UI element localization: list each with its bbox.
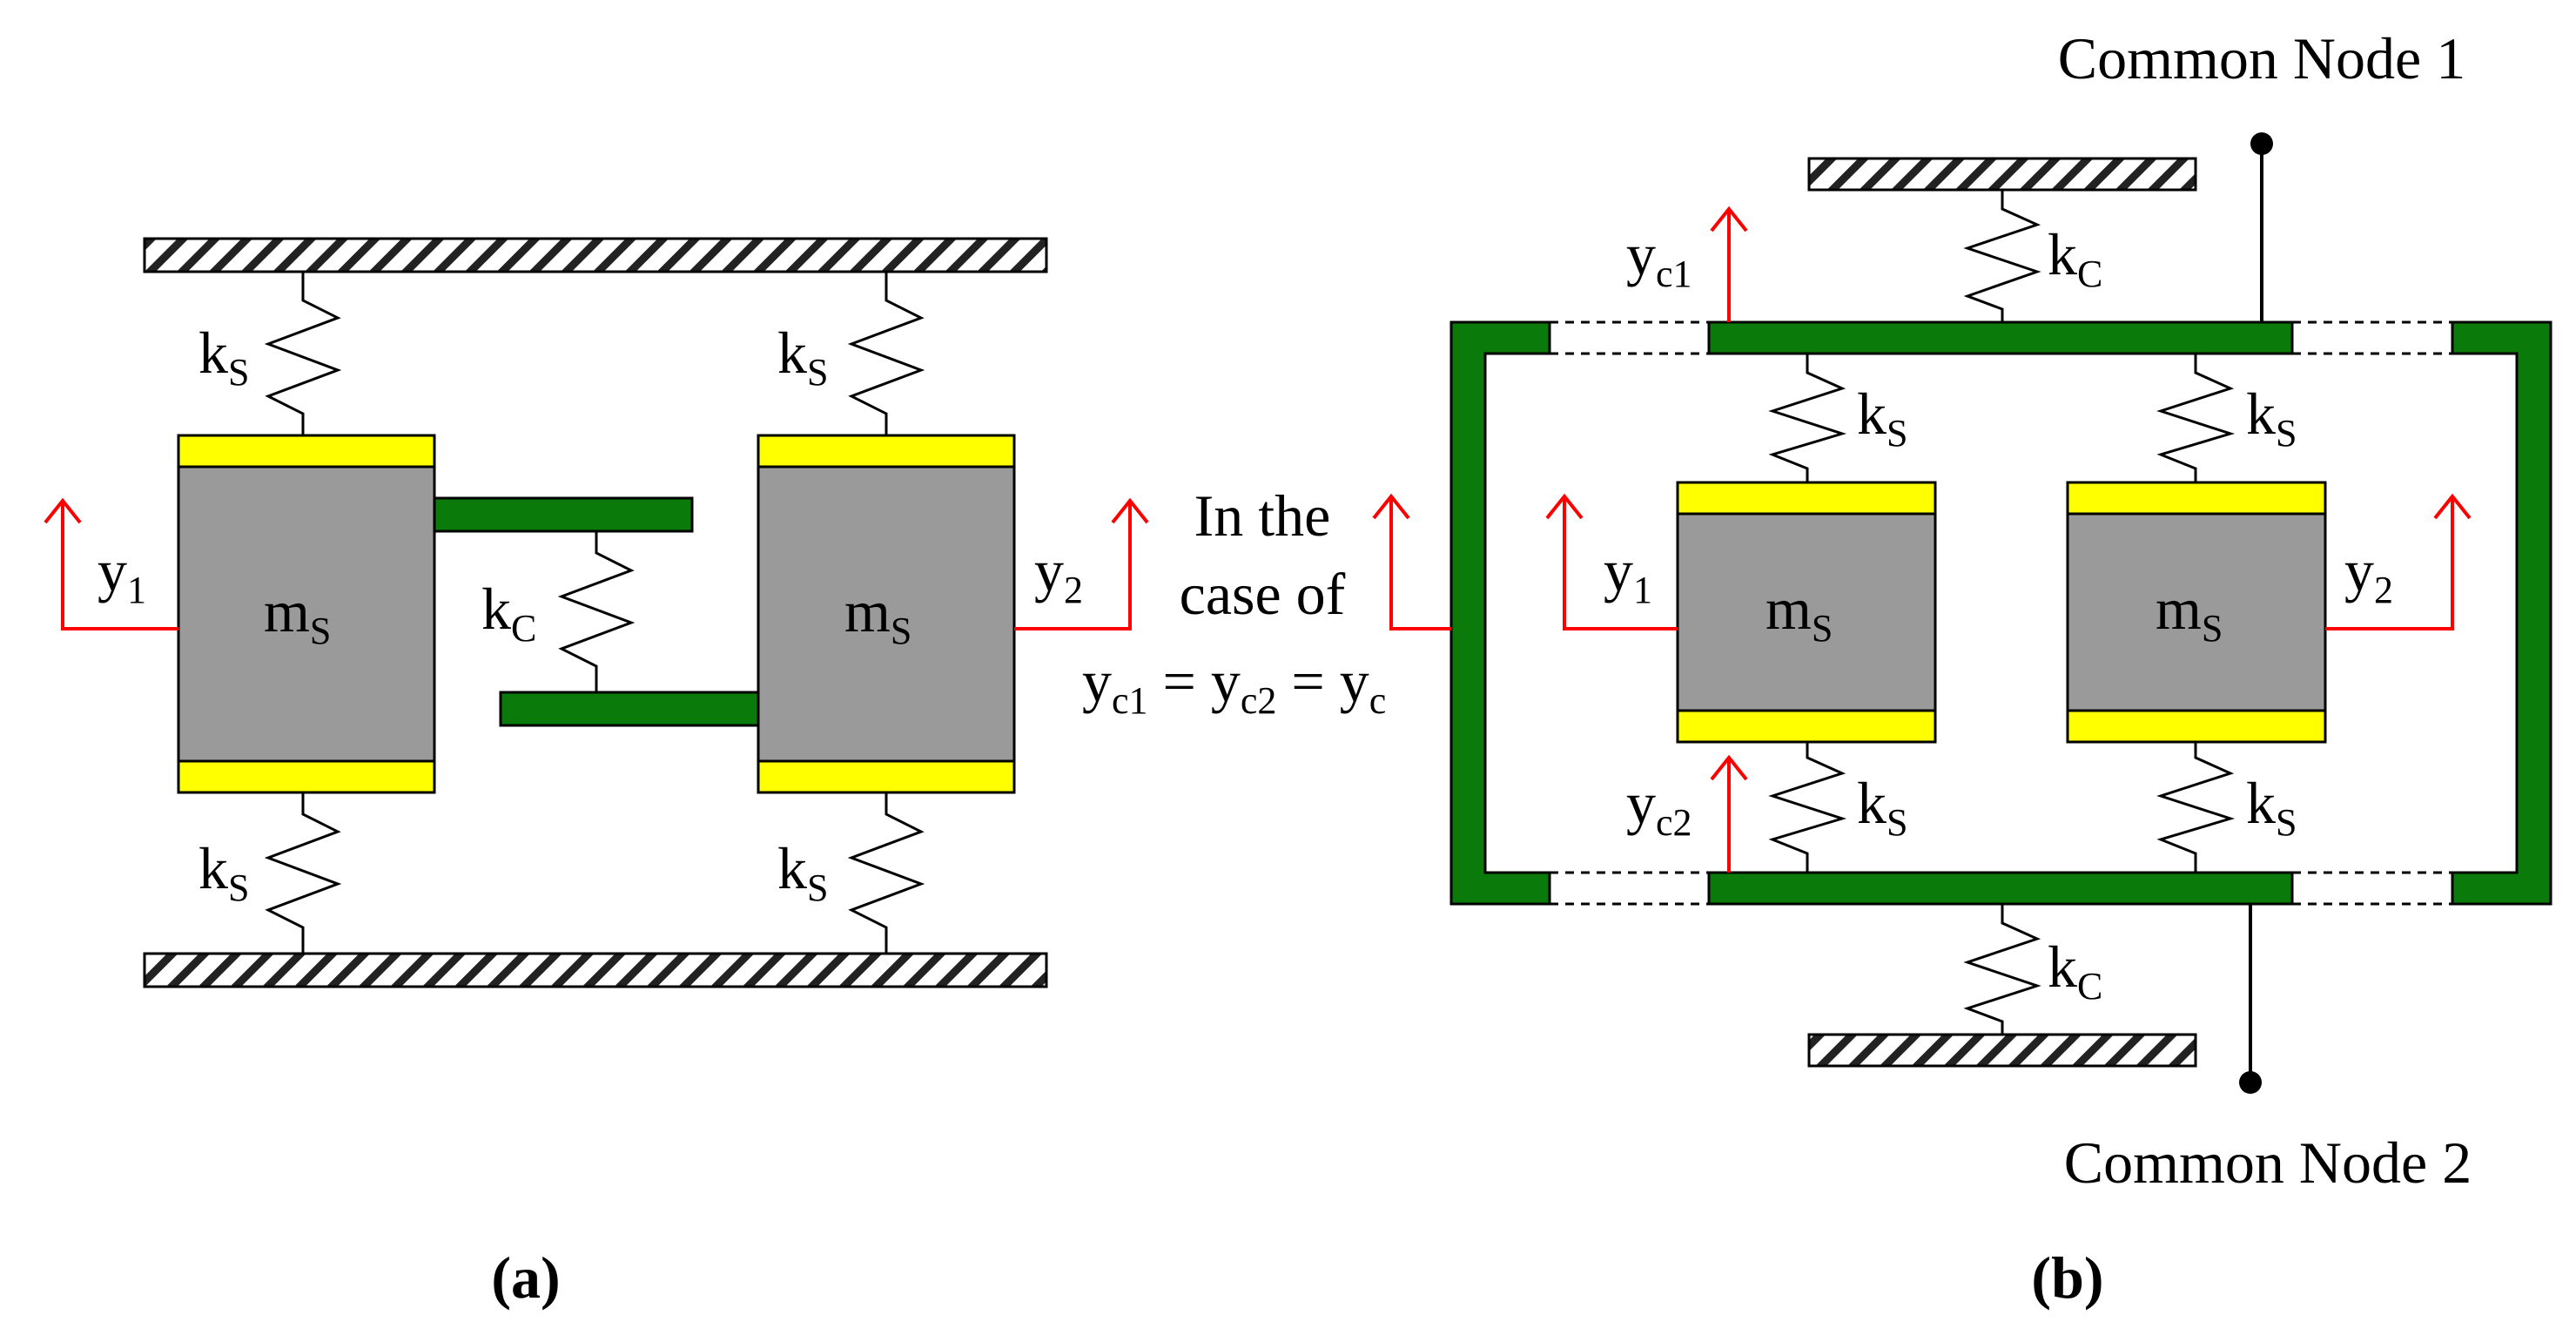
ground-top-b — [1807, 157, 2197, 192]
ground-top-a — [143, 237, 1048, 273]
mass-right — [757, 465, 1016, 763]
frame-bar-bottom — [1707, 871, 2294, 906]
common-node-2-label: Common Node 2 — [2064, 1129, 2472, 1196]
common-node-1 — [2250, 132, 2273, 155]
arrow-y1-b — [1545, 493, 1678, 630]
kc-label-a: kC — [481, 576, 536, 650]
ks-label-bottom-left: kS — [198, 835, 249, 909]
spring-ks-b-top-right — [2156, 354, 2236, 482]
ks-label-top-left: kS — [198, 320, 249, 394]
ground-bottom-b — [1807, 1033, 2197, 1068]
arrow-yc2 — [1710, 754, 1748, 873]
spring-ks-b-bottom-right — [2156, 742, 2236, 873]
mass-label-b-right: mS — [2156, 576, 2223, 650]
y2-label-a: y2 — [1034, 537, 1083, 611]
ks-label-b-top-left: kS — [1857, 381, 1907, 455]
frame-bar-top — [1707, 320, 2294, 355]
frame-left-bracket — [1449, 320, 1551, 906]
spring-kc-top-b — [1963, 190, 2041, 322]
note-equation: yc1 = yc2 = yc — [1082, 648, 1386, 722]
spring-ks-bottom-left — [264, 792, 342, 954]
pad-b-top-right — [2066, 481, 2327, 516]
frame-right-bracket — [2451, 320, 2552, 906]
mass-label-left: mS — [264, 578, 331, 652]
common-node-2 — [2239, 1071, 2262, 1094]
spring-ks-b-top-left — [1768, 354, 1847, 482]
note-line2: case of — [1180, 561, 1346, 627]
ks-label-b-bottom-right: kS — [2246, 770, 2297, 844]
pad-b-bottom-right — [2066, 709, 2327, 744]
ks-label-bottom-right: kS — [777, 835, 828, 909]
ks-label-top-right: kS — [777, 320, 828, 394]
pad-top-right — [757, 434, 1016, 469]
spring-ks-b-bottom-left — [1768, 742, 1847, 873]
kc-label-bottom-b: kC — [2048, 934, 2102, 1008]
ks-label-b-bottom-left: kS — [1857, 770, 1907, 844]
kc-label-top-b: kC — [2048, 221, 2102, 295]
common-node-1-label: Common Node 1 — [2058, 25, 2465, 91]
mass-left — [177, 465, 436, 763]
arrow-y2-b — [2325, 493, 2472, 630]
panel-a: kS kS kS kS kC mS mS y1 y2 (a) — [44, 237, 1149, 1311]
panel-b: Common Node 1 Common Node 2 kC kC kS kS … — [1372, 25, 2552, 1311]
mass-b-left — [1676, 512, 1937, 712]
coupling-bar-upper — [433, 496, 694, 533]
yc2-label: yc2 — [1626, 770, 1692, 844]
middle-note: In the case of yc1 = yc2 = yc — [1082, 482, 1386, 722]
y1-label-a: y1 — [98, 537, 146, 611]
frame-dashed-links — [1550, 320, 2452, 906]
pad-top-left — [177, 434, 436, 469]
ground-bottom-a — [143, 952, 1048, 988]
caption-b: (b) — [2031, 1244, 2103, 1311]
pad-bottom-right — [757, 759, 1016, 794]
arrow-y2-a — [1014, 497, 1149, 630]
spring-ks-bottom-right — [847, 792, 925, 954]
y2-label-b: y2 — [2344, 537, 2393, 611]
spring-ks-top-left — [264, 272, 342, 435]
note-line1: In the — [1194, 482, 1331, 549]
spring-kc-a — [557, 531, 636, 692]
mass-b-right — [2066, 512, 2327, 712]
spring-ks-top-right — [847, 272, 925, 435]
pad-bottom-left — [177, 759, 436, 794]
pad-b-bottom-left — [1676, 709, 1937, 744]
mass-label-right: mS — [844, 578, 911, 652]
y1-label-b: y1 — [1604, 537, 1652, 611]
ks-label-b-top-right: kS — [2246, 381, 2297, 455]
pad-b-top-left — [1676, 481, 1937, 516]
spring-kc-bottom-b — [1963, 904, 2041, 1035]
mass-label-b-left: mS — [1766, 576, 1833, 650]
coupling-bar-lower — [499, 691, 760, 727]
caption-a: (a) — [491, 1244, 560, 1311]
arrow-yc-frame — [1372, 493, 1451, 630]
arrow-yc1 — [1710, 206, 1748, 322]
yc1-label: yc1 — [1626, 221, 1692, 295]
arrow-y1-a — [44, 497, 178, 630]
